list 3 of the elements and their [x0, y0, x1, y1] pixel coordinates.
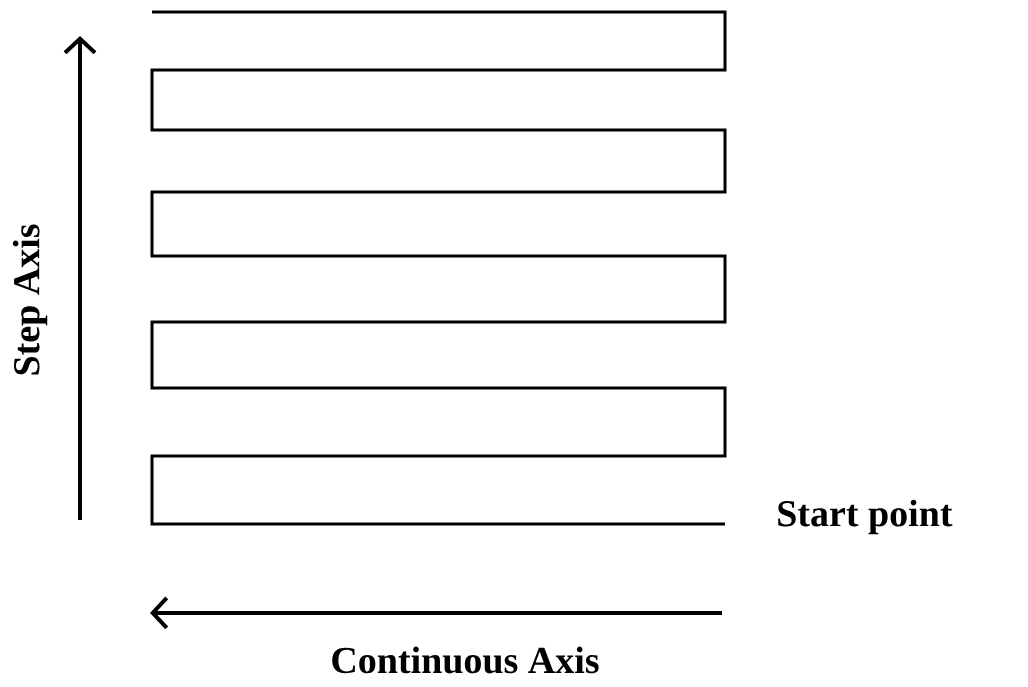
- axis-label: Continuous Axis: [332, 646, 599, 674]
- axis-label: Step Axis: [12, 224, 48, 375]
- start-label: Start point: [778, 499, 953, 535]
